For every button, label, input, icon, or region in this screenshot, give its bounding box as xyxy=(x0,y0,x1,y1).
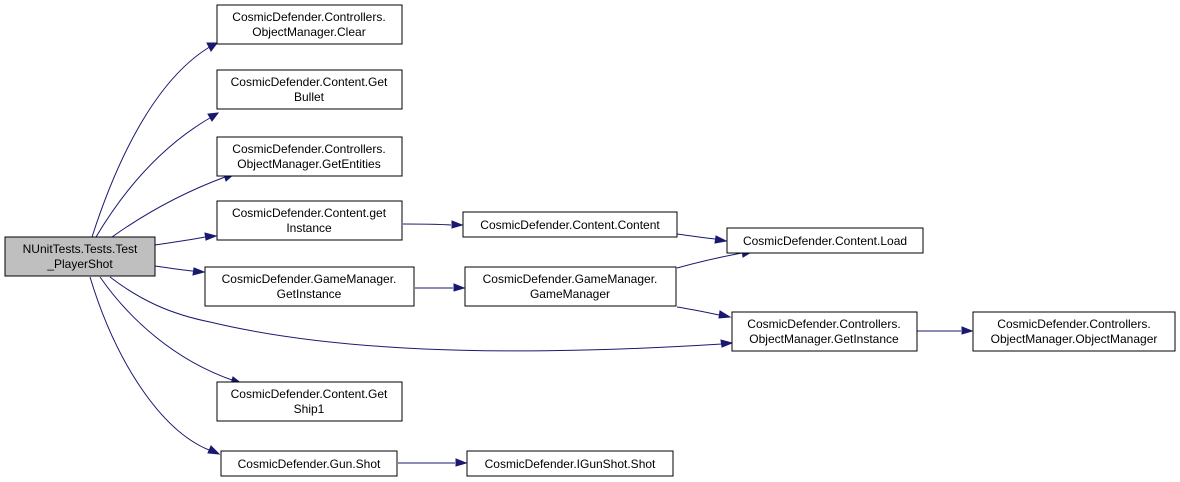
node-content-content-line-1: CosmicDefender.Content.Content xyxy=(480,218,660,232)
node-om-getentities-line-1: CosmicDefender.Controllers. xyxy=(232,142,385,156)
edge-root-to-om-getentities xyxy=(111,173,236,238)
node-get-bullet-line-2: Bullet xyxy=(294,90,325,104)
node-om-objectmanager-line-1: CosmicDefender.Controllers. xyxy=(997,317,1150,331)
edge-gm-gamemanager-to-om-getinstance xyxy=(676,306,732,319)
node-gm-getinstance-line-2: GetInstance xyxy=(277,287,342,301)
node-om-objectmanager-line-2: ObjectManager.ObjectManager xyxy=(991,332,1158,346)
node-get-ship1-line-2: Ship1 xyxy=(294,402,325,416)
edge-content-getinstance-to-content-content xyxy=(402,220,464,229)
edge-root-to-om-clear xyxy=(91,42,218,238)
node-om-getentities-line-2: ObjectManager.GetEntities xyxy=(237,157,380,171)
node-igunshot-shot-line-1: CosmicDefender.IGunShot.Shot xyxy=(485,457,656,471)
node-gm-getinstance[interactable]: CosmicDefender.GameManager. GetInstance xyxy=(204,266,415,307)
node-om-clear-line-1: CosmicDefender.Controllers. xyxy=(232,10,385,24)
node-igunshot-shot[interactable]: CosmicDefender.IGunShot.Shot xyxy=(466,450,674,477)
edge-root-to-gun-shot xyxy=(89,276,221,455)
edge-root-to-om-getinstance xyxy=(109,276,734,352)
node-gm-getinstance-line-1: CosmicDefender.GameManager. xyxy=(222,272,397,286)
node-content-getinstance[interactable]: CosmicDefender.Content.get Instance xyxy=(216,200,403,241)
node-gun-shot-line-1: CosmicDefender.Gun.Shot xyxy=(238,457,381,471)
node-om-getinstance-line-1: CosmicDefender.Controllers. xyxy=(747,317,900,331)
node-get-bullet[interactable]: CosmicDefender.Content.Get Bullet xyxy=(216,69,403,110)
edge-gun-shot-to-igunshot-shot xyxy=(398,458,468,467)
node-root-line-2: _PlayerShot xyxy=(46,257,113,271)
node-content-load-line-1: CosmicDefender.Content.Load xyxy=(743,234,907,248)
node-content-load[interactable]: CosmicDefender.Content.Load xyxy=(726,227,924,254)
node-om-clear-line-2: ObjectManager.Clear xyxy=(252,25,365,39)
node-om-clear[interactable]: CosmicDefender.Controllers. ObjectManage… xyxy=(216,4,403,45)
node-get-ship1[interactable]: CosmicDefender.Content.Get Ship1 xyxy=(216,381,403,422)
edge-content-content-to-load xyxy=(676,233,728,244)
node-content-getinstance-line-1: CosmicDefender.Content.get xyxy=(232,206,387,220)
node-om-objectmanager[interactable]: CosmicDefender.Controllers. ObjectManage… xyxy=(972,311,1176,352)
node-om-getinstance[interactable]: CosmicDefender.Controllers. ObjectManage… xyxy=(731,311,918,352)
edge-om-getinstance-to-om-objectmanager xyxy=(917,326,974,335)
node-get-bullet-line-1: CosmicDefender.Content.Get xyxy=(231,75,388,89)
edge-root-to-gm-getinstance xyxy=(154,265,206,276)
node-root-line-1: NUnitTests.Tests.Test xyxy=(23,242,138,256)
node-om-getentities[interactable]: CosmicDefender.Controllers. ObjectManage… xyxy=(216,136,403,177)
node-get-ship1-line-1: CosmicDefender.Content.Get xyxy=(231,387,388,401)
edge-gm-getinstance-to-gm-gamemanager xyxy=(415,283,466,292)
node-gm-gamemanager-line-1: CosmicDefender.GameManager. xyxy=(483,272,658,286)
edge-root-to-get-bullet xyxy=(95,112,220,238)
node-content-content[interactable]: CosmicDefender.Content.Content xyxy=(462,211,678,238)
node-om-getinstance-line-2: ObjectManager.GetInstance xyxy=(749,332,899,346)
node-gm-gamemanager[interactable]: CosmicDefender.GameManager. GameManager xyxy=(464,266,677,307)
node-gun-shot[interactable]: CosmicDefender.Gun.Shot xyxy=(220,450,398,477)
node-content-getinstance-line-2: Instance xyxy=(286,221,332,235)
node-root[interactable]: NUnitTests.Tests.Test _PlayerShot xyxy=(4,236,156,277)
node-gm-gamemanager-line-2: GameManager xyxy=(530,287,610,301)
edge-root-to-content-getinstance xyxy=(154,232,218,246)
